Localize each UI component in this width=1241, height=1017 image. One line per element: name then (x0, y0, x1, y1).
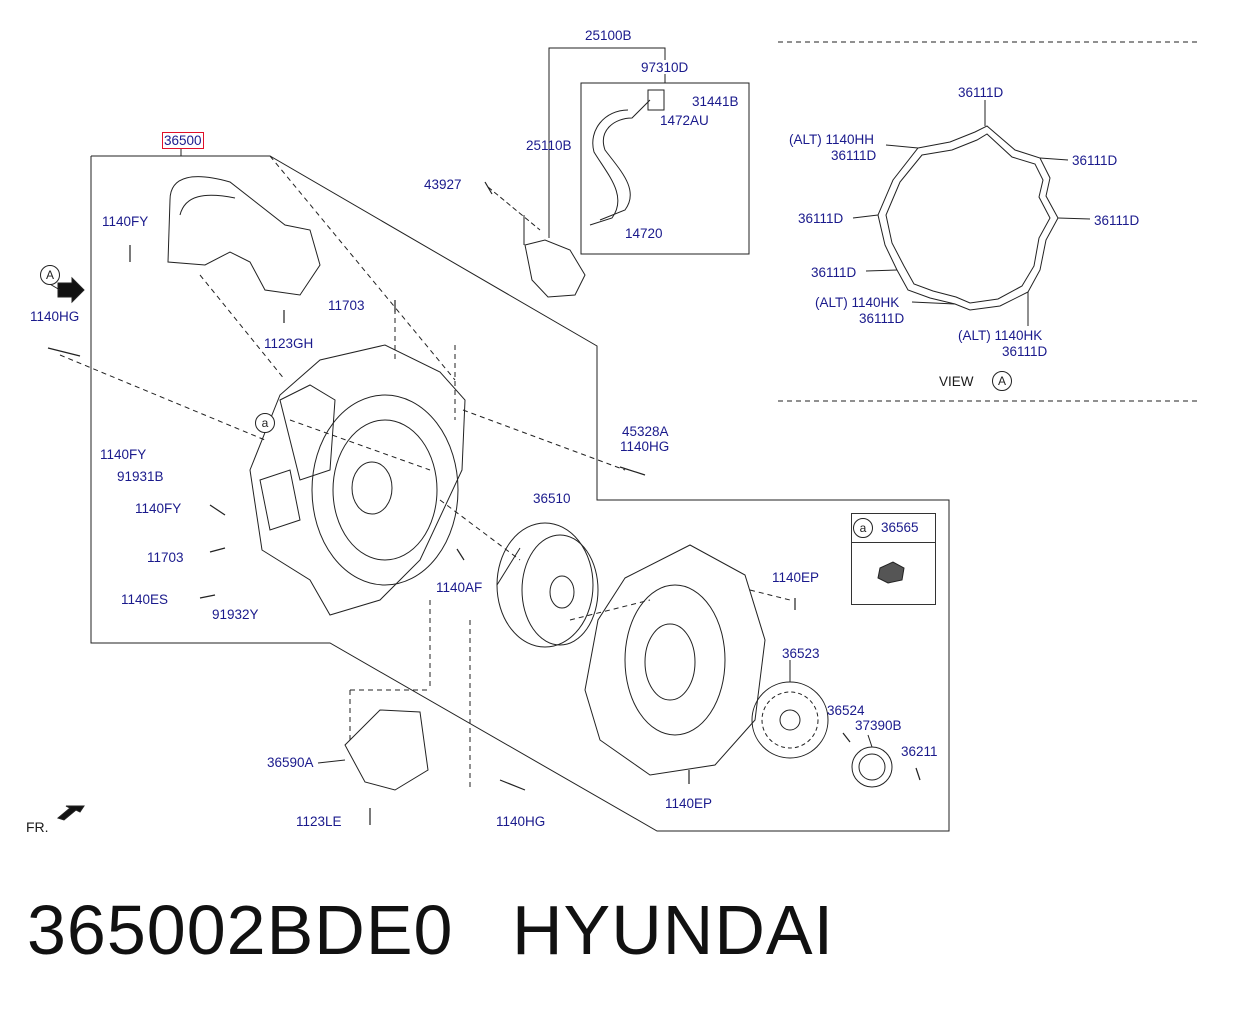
callout-43927[interactable]: 43927 (424, 177, 462, 192)
callout-91932Y[interactable]: 91932Y (212, 607, 259, 622)
fr-arrow (56, 805, 85, 821)
sensor-25110B (524, 239, 586, 298)
callout-37390B[interactable]: 37390B (855, 718, 902, 733)
callout-25100B[interactable]: 25100B (585, 28, 632, 43)
end-cover (584, 544, 766, 776)
motor-housing (249, 344, 466, 616)
viewa-callout-8-alt[interactable]: (ALT) 1140HK (815, 295, 900, 310)
gear-36523 (751, 681, 829, 759)
gasket-outline (877, 125, 1059, 311)
bracket-36590A (344, 709, 429, 791)
callout-11703-low[interactable]: 11703 (147, 550, 184, 565)
viewa-callout-2[interactable]: 36111D (831, 148, 877, 163)
bracket-25100B (548, 47, 666, 60)
diagram-drawing (47, 41, 1198, 832)
viewa-callout-9-alt[interactable]: (ALT) 1140HK (958, 328, 1043, 343)
callout-31441B[interactable]: 31441B (692, 94, 739, 109)
assembly-boundary (90, 155, 950, 832)
callout-1140FY-mid[interactable]: 1140FY (100, 447, 147, 462)
viewa-callout-5[interactable]: 36111D (1094, 213, 1140, 228)
callout-97310D[interactable]: 97310D (641, 60, 689, 75)
legend-header (852, 514, 935, 543)
callout-36590A[interactable]: 36590A (267, 755, 314, 770)
legend-box (851, 513, 936, 605)
viewa-callout-2-alt[interactable]: (ALT) 1140HH (789, 132, 875, 147)
tag-a-main: a (255, 413, 275, 433)
callout-36524[interactable]: 36524 (827, 703, 865, 718)
callout-36500[interactable]: 36500 (162, 132, 204, 149)
callout-14720[interactable]: 14720 (625, 226, 663, 241)
callout-36565[interactable]: 36565 (881, 520, 919, 535)
fr-label: FR. (26, 819, 49, 835)
view-a-arrow (57, 276, 85, 304)
viewa-callout-1[interactable]: 36111D (958, 85, 1004, 100)
view-a-label: VIEW (939, 374, 974, 389)
callout-1140EP-top[interactable]: 1140EP (772, 570, 820, 585)
callout-25110B[interactable]: 25110B (526, 138, 572, 153)
viewa-callout-8[interactable]: 36111D (859, 311, 905, 326)
callout-1123LE[interactable]: 1123LE (296, 814, 342, 829)
callout-1140ES[interactable]: 1140ES (121, 592, 169, 607)
callout-1140FY-low[interactable]: 1140FY (135, 501, 182, 516)
callout-1140HG-bot[interactable]: 1140HG (496, 814, 546, 829)
viewa-callout-3[interactable]: 36111D (1072, 153, 1118, 168)
callout-1140FY-top[interactable]: 1140FY (102, 214, 149, 229)
cooling-pipe (167, 176, 321, 296)
callout-1140EP-bot[interactable]: 1140EP (665, 796, 713, 811)
callout-1140HG-mid[interactable]: 1140HG (620, 439, 670, 454)
view-a-letter-tag: A (992, 371, 1012, 391)
callout-91931B[interactable]: 91931B (117, 469, 164, 484)
callout-1123GH[interactable]: 1123GH (264, 336, 314, 351)
callout-1472AU[interactable]: 1472AU (660, 113, 709, 128)
hose-14720 (599, 99, 651, 221)
parts-diagram: 36500 25100B 97310D 31441B 1472AU 25110B… (26, 28, 1198, 835)
callout-45328A[interactable]: 45328A (622, 424, 669, 439)
callout-36211[interactable]: 36211 (901, 744, 938, 759)
callout-36510[interactable]: 36510 (533, 491, 571, 506)
callout-1140HG-left[interactable]: 1140HG (30, 309, 80, 324)
seal-37390B (851, 746, 893, 788)
footer-brand: HYUNDAI (512, 891, 835, 969)
part-36565 (877, 561, 905, 584)
viewa-callout-6[interactable]: 36111D (811, 265, 857, 280)
callout-11703-top[interactable]: 11703 (328, 298, 365, 313)
viewa-callout-9[interactable]: 36111D (1002, 344, 1048, 359)
legend-tag-a: a (853, 518, 873, 538)
footer-part-number: 365002BDE0 (27, 891, 454, 969)
callout-36523[interactable]: 36523 (782, 646, 820, 661)
callout-1140AF[interactable]: 1140AF (436, 580, 483, 595)
tag-view-a-arrow: A (40, 265, 60, 285)
viewa-callout-4[interactable]: 36111D (798, 211, 844, 226)
